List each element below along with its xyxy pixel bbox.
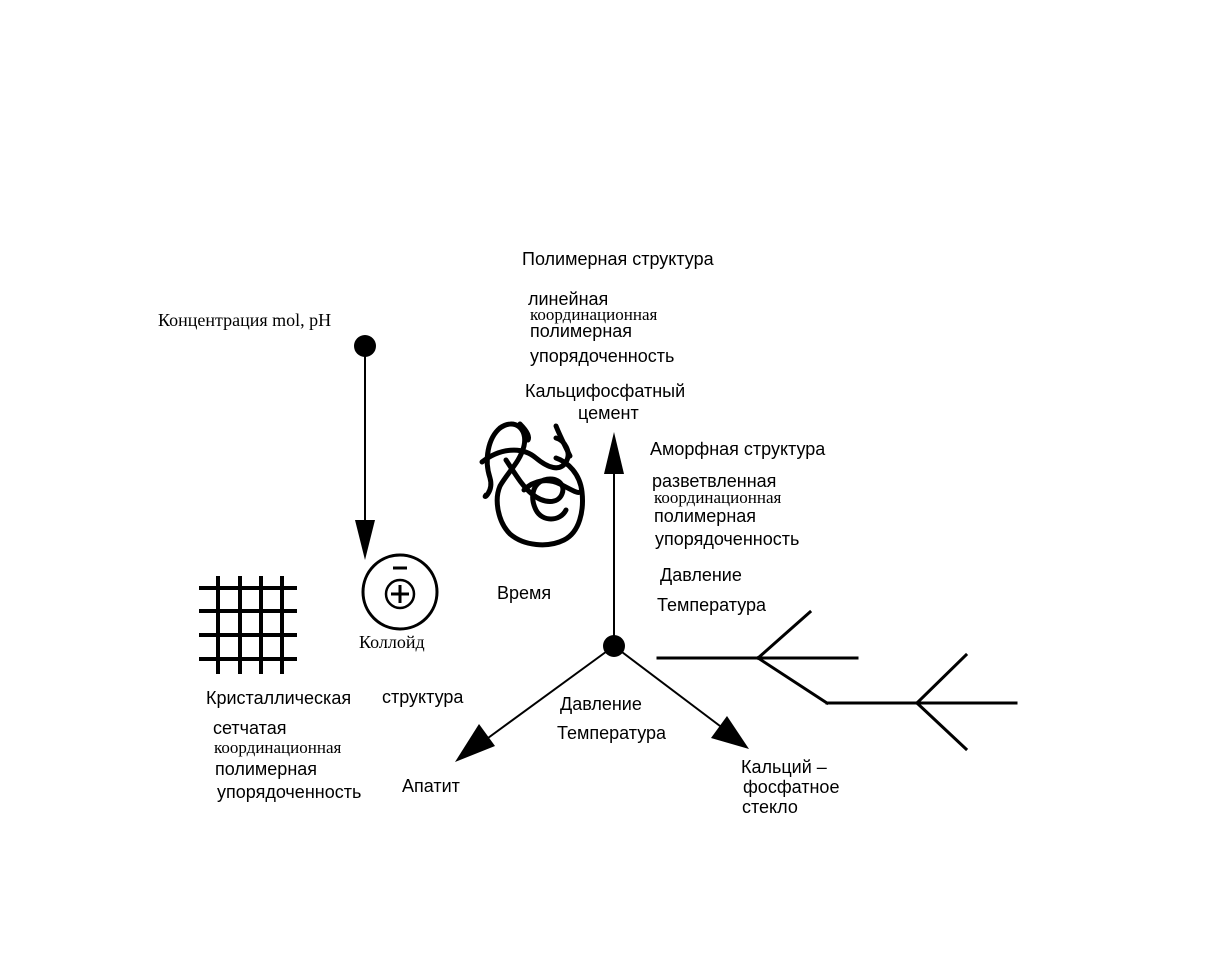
amorphous-branched-line: разветвленная	[652, 471, 777, 491]
amorphous-structure-title: Аморфная структура	[650, 439, 826, 459]
amorphous-coordination-line: координационная	[654, 488, 782, 507]
right-arrow-shaft	[613, 645, 721, 727]
left-arrow-head	[455, 724, 495, 762]
structure-word-label: структура	[382, 687, 464, 707]
temperature-label-right: Температура	[657, 595, 767, 615]
polymer-structure-title: Полимерная структура	[522, 249, 714, 269]
crystal-word-label: Кристаллическая	[206, 688, 352, 708]
apatite-label: Апатит	[402, 776, 460, 796]
crystal-order-line: упорядоченность	[217, 782, 362, 802]
time-label: Время	[497, 583, 552, 603]
crystal-polymeric-line: полимерная	[215, 759, 318, 779]
up-arrow-head	[604, 432, 624, 474]
branched-structure-icon	[656, 609, 1018, 752]
tangled-polymer-icon	[479, 421, 585, 548]
polymer-polymeric-line: полимерная	[530, 321, 633, 341]
center-node	[603, 635, 625, 657]
polymer-coordination-line: координационная	[530, 305, 658, 324]
cement-label-line2: цемент	[578, 403, 639, 423]
polymer-linear-line: линейная	[528, 289, 609, 309]
pressure-label-bottom: Давление	[560, 694, 642, 714]
right-arrow-head	[711, 716, 749, 749]
glass-label-line2: фосфатное	[743, 777, 840, 797]
colloid-label: Коллойд	[359, 632, 425, 652]
concentration-label: Концентрация mol, pH	[158, 310, 332, 330]
glass-label-line3: стекло	[742, 797, 798, 817]
concentration-arrow-head	[355, 520, 375, 560]
crystal-lattice-icon	[199, 576, 297, 674]
amorphous-order-line: упорядоченность	[655, 529, 800, 549]
cement-label-line1: Кальцифосфатный	[525, 381, 686, 401]
crystal-mesh-line: сетчатая	[213, 718, 287, 738]
temperature-label-bottom: Температура	[557, 723, 667, 743]
crystal-coordination-line: координационная	[214, 738, 342, 757]
colloid-particle-icon	[361, 553, 439, 631]
left-arrow-shaft	[487, 645, 615, 739]
pressure-label-right: Давление	[660, 565, 742, 585]
glass-label-line1: Кальций –	[741, 757, 827, 777]
polymer-order-line: упорядоченность	[530, 346, 675, 366]
amorphous-polymeric-line: полимерная	[654, 506, 757, 526]
